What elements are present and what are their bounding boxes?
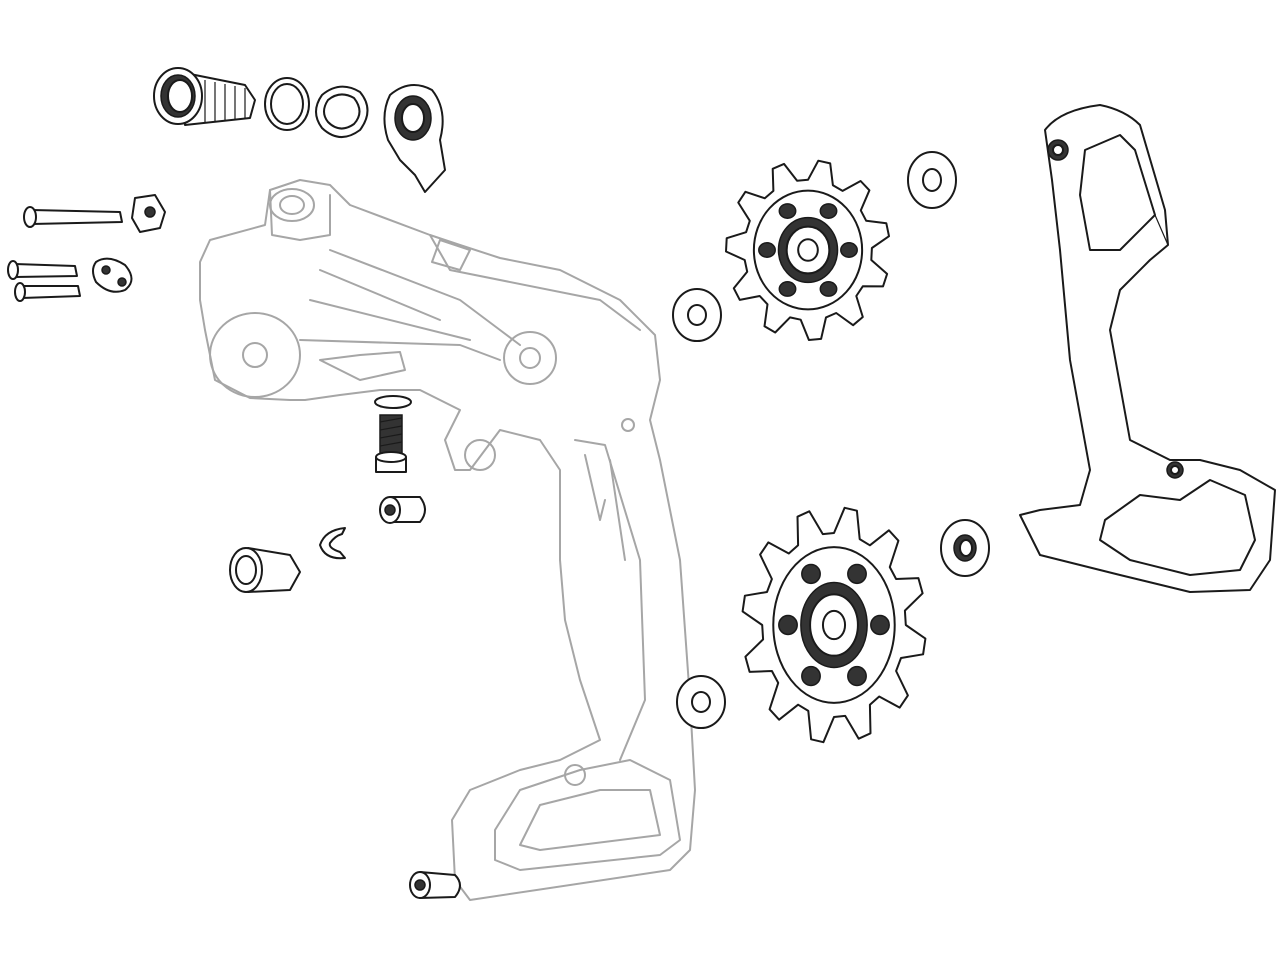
washer-lower-left bbox=[676, 675, 726, 729]
pulley-window bbox=[819, 281, 838, 297]
washer-upper-left bbox=[672, 288, 722, 342]
pulley-window bbox=[870, 614, 890, 636]
derailleur-body-ghost bbox=[199, 179, 696, 901]
pulley-window bbox=[840, 242, 858, 258]
pulley-window bbox=[801, 665, 821, 687]
limit-screw-washer bbox=[374, 395, 412, 409]
washer-lower-right bbox=[940, 519, 990, 577]
lower-pulley-wheel bbox=[741, 506, 927, 744]
pulley-window bbox=[758, 242, 776, 258]
inner-cage-plate bbox=[1019, 104, 1276, 593]
spacer-ring bbox=[264, 77, 310, 131]
pulley-window bbox=[778, 281, 797, 297]
upper-pulley-wheel bbox=[725, 159, 890, 341]
pin-nut-top bbox=[131, 194, 166, 233]
cage-bolt-bottom bbox=[409, 871, 461, 899]
washer-upper-right bbox=[907, 151, 957, 209]
pulley-window bbox=[778, 614, 798, 636]
b-knuckle-hanger-piece bbox=[383, 84, 446, 193]
pulley-window bbox=[801, 563, 821, 585]
bushing-small bbox=[379, 496, 426, 524]
pulley-window bbox=[819, 203, 838, 219]
mounting-bushing bbox=[153, 67, 256, 126]
pulley-window bbox=[847, 563, 867, 585]
pin-pair bbox=[7, 260, 81, 302]
pin-clip bbox=[92, 257, 133, 293]
limit-screw bbox=[375, 414, 407, 473]
pulley-axle-hole bbox=[821, 609, 847, 641]
pulley-axle-hole bbox=[797, 238, 819, 262]
pin-long bbox=[23, 206, 123, 228]
wave-washer bbox=[315, 85, 369, 138]
pulley-window bbox=[778, 203, 797, 219]
e-clip bbox=[319, 527, 346, 560]
pulley-window bbox=[847, 665, 867, 687]
barrel-adjuster-cap bbox=[229, 547, 301, 593]
